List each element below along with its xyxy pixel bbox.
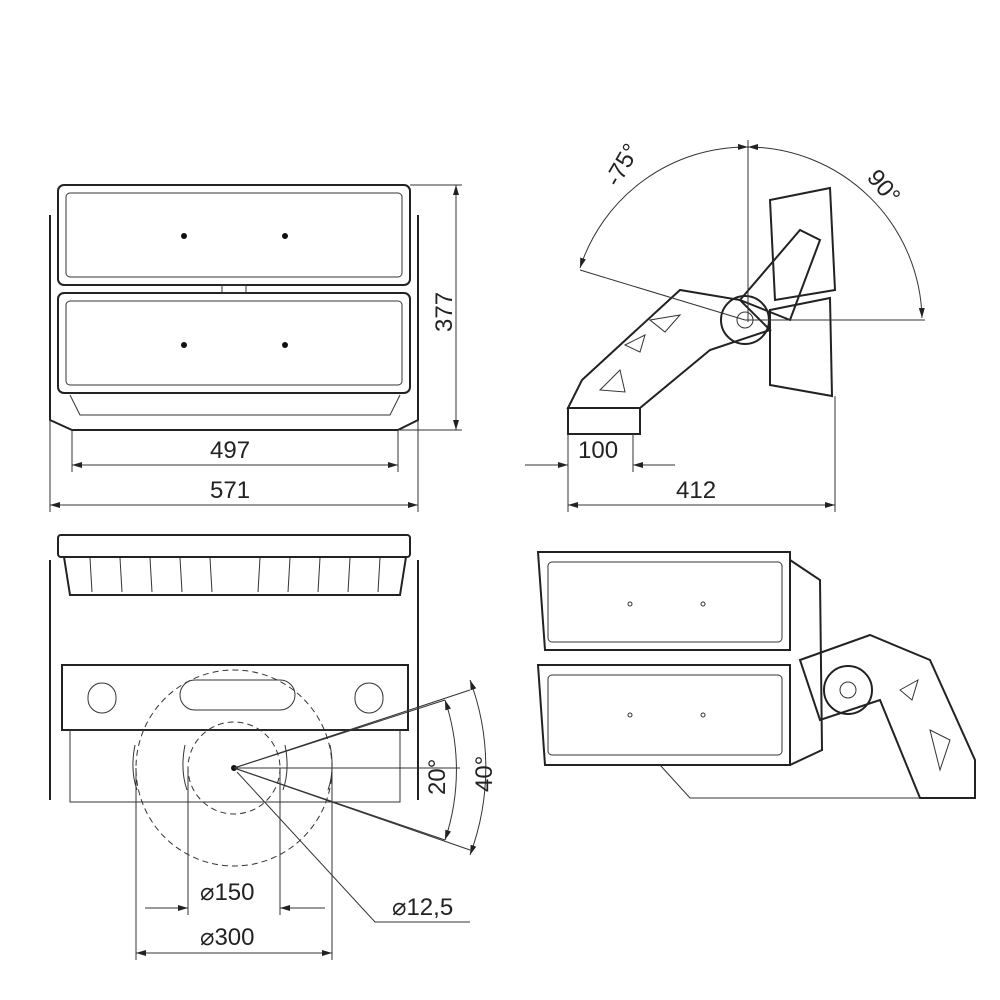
front-view bbox=[49, 184, 419, 431]
front-dimensions: 377 497 571 bbox=[49, 184, 462, 512]
dim-bracket-label: 100 bbox=[578, 437, 618, 464]
angle-down-label: 90° bbox=[861, 165, 905, 210]
angle-tilt-large-label: 40° bbox=[471, 756, 498, 792]
mount-view bbox=[49, 534, 419, 803]
dim-hole-diameter-label: ⌀12,5 bbox=[392, 894, 453, 921]
dim-inner-width-label: 497 bbox=[210, 437, 250, 464]
dim-depth-label: 412 bbox=[676, 477, 716, 504]
mount-dimensions: 20° 40° ⌀150 ⌀12,5300 ⌀12,5 bbox=[135, 669, 498, 960]
dim-height-label: 377 bbox=[431, 292, 458, 332]
dim-hole-circle-large-label: ⌀12,5300 bbox=[200, 924, 255, 951]
angle-tilt-small-label: 20° bbox=[424, 759, 451, 795]
side-dimensions: -75° 90° 100 412 bbox=[525, 139, 925, 512]
perspective-view bbox=[536, 551, 976, 799]
dim-hole-circle-small-label: ⌀150 bbox=[200, 879, 255, 906]
side-view bbox=[566, 186, 837, 435]
angle-up-label: -75° bbox=[600, 139, 646, 191]
dim-outer-width-label: 571 bbox=[210, 477, 250, 504]
